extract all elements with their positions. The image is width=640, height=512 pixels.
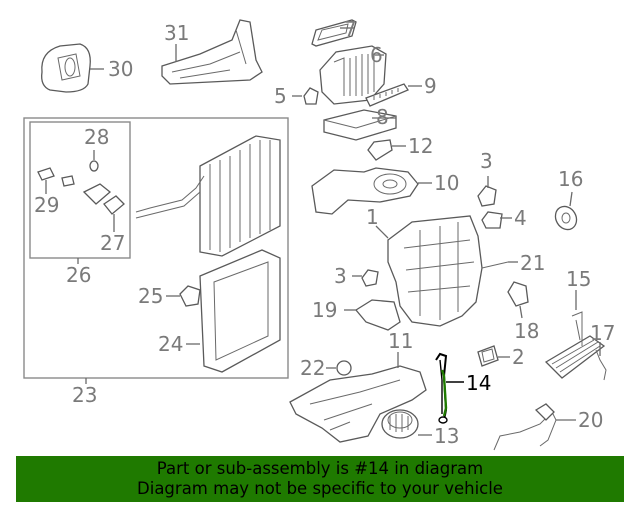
banner-line-2: Diagram may not be specific to your vehi… <box>137 479 503 498</box>
part-22-plug <box>326 360 352 376</box>
callout-31: 31 <box>164 21 189 45</box>
callout-10: 10 <box>434 171 459 195</box>
assembly-box-26 <box>29 121 131 259</box>
callout-2: 2 <box>512 345 525 369</box>
part-28-oring <box>89 150 99 172</box>
callout-20: 20 <box>578 408 603 432</box>
part-2-seal <box>477 345 510 367</box>
part-29-valve <box>37 167 75 194</box>
part-5-clip <box>292 87 319 105</box>
part-25-sensor <box>166 285 201 307</box>
banner-line-1: Part or sub-assembly is #14 in diagram <box>156 459 484 478</box>
callout-27: 27 <box>100 231 125 255</box>
part-4-actuator <box>481 211 512 229</box>
info-banner: Part or sub-assembly is #14 in diagram D… <box>16 456 624 502</box>
part-15-heater-core <box>544 290 606 379</box>
exploded-view-drawing: 30 31 7 6 5 9 8 <box>23 17 615 451</box>
callout-17: 17 <box>590 321 615 345</box>
part-3-actuator-upper <box>477 176 497 207</box>
callout-13: 13 <box>434 424 459 448</box>
callout-26: 26 <box>66 263 91 287</box>
part-13-blower-motor <box>381 409 432 439</box>
part-9-strip <box>365 83 422 107</box>
part-8-filter <box>323 109 397 141</box>
callout-24: 24 <box>158 332 183 356</box>
callout-29: 29 <box>34 193 59 217</box>
part-12-duct <box>367 139 406 161</box>
callout-8: 8 <box>376 105 389 129</box>
part-1-hvac-case <box>375 215 483 327</box>
part-30-nozzle <box>41 43 104 93</box>
part-20-harness <box>493 403 576 451</box>
callout-5: 5 <box>274 84 287 108</box>
callout-3-lower: 3 <box>334 264 347 288</box>
callout-30: 30 <box>108 57 133 81</box>
part-21-screw <box>481 261 518 269</box>
part-19-duct <box>344 299 401 331</box>
callout-25: 25 <box>138 284 163 308</box>
callout-11: 11 <box>388 329 413 353</box>
callout-4: 4 <box>514 206 527 230</box>
part-18-bracket <box>507 281 529 319</box>
part-17-pipe <box>595 342 607 381</box>
evaporator-core <box>135 135 281 257</box>
callout-15: 15 <box>566 267 591 291</box>
part-3-actuator-lower <box>352 269 379 287</box>
callout-9: 9 <box>424 74 437 98</box>
part-24-frame <box>186 249 281 373</box>
callout-6: 6 <box>370 43 383 67</box>
callout-1: 1 <box>366 205 379 229</box>
part-10-case <box>311 167 432 215</box>
part-11-lower-duct <box>289 352 427 443</box>
callout-22: 22 <box>300 356 325 380</box>
callout-16: 16 <box>558 167 583 191</box>
callout-19: 19 <box>312 298 337 322</box>
part-16-grommet <box>554 191 578 231</box>
callout-7: 7 <box>344 17 357 41</box>
part-7-gasket <box>311 19 357 47</box>
callout-28: 28 <box>84 125 109 149</box>
callout-18: 18 <box>514 319 539 343</box>
assembly-box-23 <box>23 117 289 379</box>
callout-3-upper: 3 <box>480 149 493 173</box>
callout-21: 21 <box>520 251 545 275</box>
part-31-duct <box>161 19 263 85</box>
callout-14: 14 <box>466 371 491 395</box>
callout-12: 12 <box>408 134 433 158</box>
part-14-drain-hose <box>435 352 464 424</box>
callout-23: 23 <box>72 383 97 407</box>
part-6-housing <box>319 45 387 105</box>
part-27-expansion-valve <box>82 183 125 232</box>
